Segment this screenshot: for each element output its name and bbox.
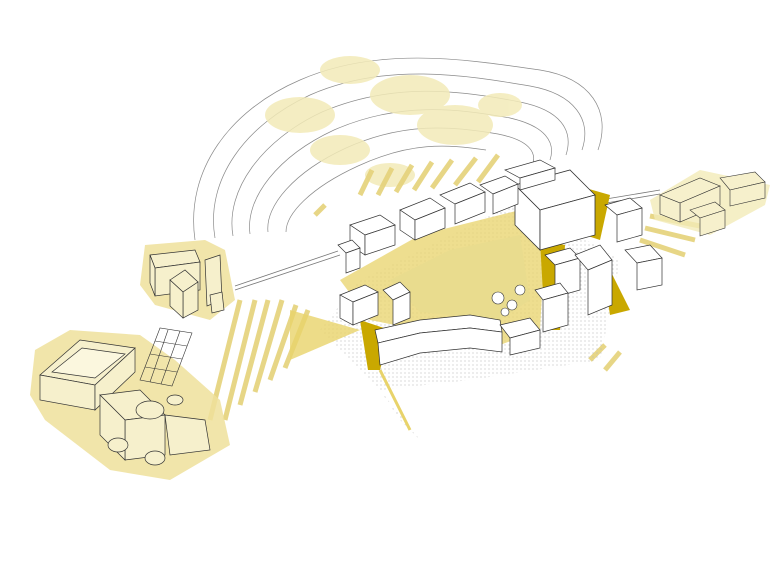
west-buildings <box>337 239 411 326</box>
factory-cluster <box>650 170 770 237</box>
east-buildings <box>534 197 663 333</box>
view-wedge-left <box>290 310 360 360</box>
palace-with-domes <box>30 327 230 480</box>
south-building-row <box>374 314 541 366</box>
grid-field <box>139 327 193 387</box>
vegetation <box>265 56 522 187</box>
southern-path <box>378 369 412 431</box>
north-buildings <box>349 159 556 256</box>
connecting-paths <box>234 189 661 291</box>
central-site <box>337 159 663 370</box>
castle-building <box>140 240 235 320</box>
plaza-trees <box>491 284 526 317</box>
